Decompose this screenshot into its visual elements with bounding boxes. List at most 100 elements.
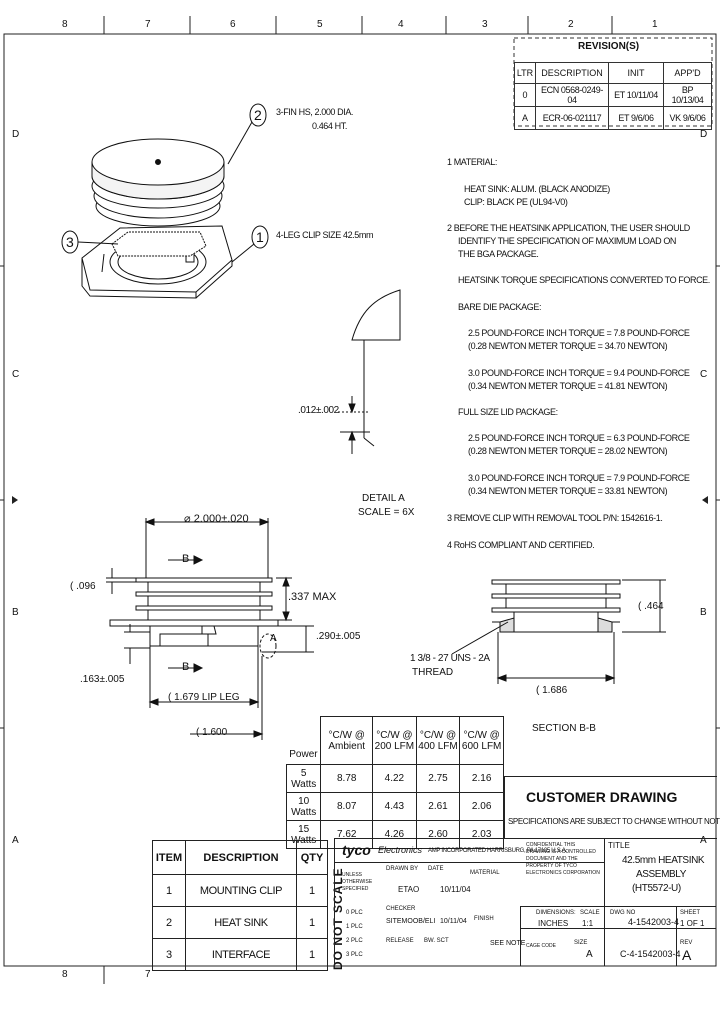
bom-cell: 1	[152, 874, 186, 907]
zone-top-2: 2	[568, 19, 574, 30]
zone-left-d: D	[12, 129, 20, 140]
zone-right-d: D	[700, 129, 708, 140]
title-block-rule	[676, 906, 677, 966]
dim-lip-leg: ( 1.679 LIP LEG	[168, 692, 240, 703]
release-value: BW. SCT	[424, 938, 449, 944]
thermal-cell: 2.75	[415, 764, 461, 793]
rev-cell: VK 9/6/06	[663, 106, 712, 130]
note-line: HEATSINK TORQUE SPECIFICATIONS CONVERTED…	[458, 275, 710, 285]
scale-value: 1:1	[582, 919, 594, 928]
rev-cell: ECN 0568-0249-04	[535, 83, 609, 107]
zone-left-a: A	[12, 835, 19, 846]
dim-464-value: .464	[644, 601, 664, 612]
callout-3: 3	[66, 234, 74, 250]
sheet-label: SHEET	[680, 910, 701, 916]
note-line: 4 RoHS COMPLIANT AND CERTIFIED.	[447, 540, 595, 550]
tyco-logo-sub: Electronics	[378, 845, 423, 855]
title-block-rule	[520, 928, 716, 929]
title-block-rule	[334, 862, 604, 863]
tol-2: 2 PLC	[346, 938, 363, 944]
bom-cell: 1	[296, 938, 328, 971]
title-label: TITLE	[608, 841, 630, 850]
note-line: (0.34 NEWTON METER TORQUE = 33.81 NEWTON…	[468, 486, 668, 496]
rev-header-appd: APP'D	[663, 62, 712, 84]
dim-lip-leg-value: 1.679 LIP LEG	[174, 692, 240, 703]
thermal-cell: 10 Watts	[285, 792, 322, 821]
dim-1600-value: 1.600	[202, 727, 228, 738]
zone-top-4: 4	[398, 19, 404, 30]
drawing-title-1: 42.5mm HEATSINK	[622, 855, 705, 866]
date-label: DATE	[428, 866, 444, 872]
detail-a-marker: A	[270, 633, 277, 644]
table-row: 5 Watts 8.78 4.22 2.75 2.16	[285, 764, 504, 793]
table-row: 2 HEAT SINK 1	[152, 906, 328, 939]
sheet-value: 1 OF 1	[680, 919, 705, 928]
checker-date: 10/11/04	[440, 918, 467, 925]
note-line: THE BGA PACKAGE.	[458, 249, 539, 259]
note-line: FULL SIZE LID PACKAGE:	[458, 407, 558, 417]
thermal-cell: 2.03	[459, 820, 504, 849]
thermal-table: Power °C/W @ Ambient °C/W @ 200 LFM °C/W…	[285, 716, 504, 849]
section-marker-bottom: B	[182, 661, 190, 673]
unless-note: UNLESS OTHERWISE SPECIFIED	[342, 872, 373, 892]
revision-title: REVISION(S)	[578, 41, 640, 52]
note-line: CLIP: BLACK PE (UL94-V0)	[464, 197, 568, 207]
zone-top-6: 6	[230, 19, 236, 30]
checker-value: SITEMOOB/ELI	[386, 918, 436, 925]
title-block-rule	[604, 838, 605, 966]
rev-cell: ET 10/11/04	[608, 83, 664, 107]
note-line: IDENTIFY THE SPECIFICATION OF MAXIMUM LO…	[458, 236, 677, 246]
thermal-cell: 2.06	[459, 792, 504, 821]
rev-label: REV	[680, 940, 693, 946]
dwg-no-full: C-4-1542003-4	[620, 949, 681, 959]
thermal-header: °C/W @ 600 LFM	[459, 716, 504, 765]
zone-bottom-7: 7	[145, 969, 151, 980]
rev-header-init: INIT	[608, 62, 664, 84]
thermal-header: °C/W @ 200 LFM	[372, 716, 417, 765]
thermal-cell: 5 Watts	[285, 764, 322, 793]
finish-label: FINISH	[474, 916, 494, 922]
thermal-cell: 2.61	[415, 792, 461, 821]
thread-spec: 1 3/8 - 27 UNS - 2A	[410, 653, 490, 664]
detail-label: DETAIL A	[362, 493, 405, 504]
zone-top-3: 3	[482, 19, 488, 30]
zone-top-5: 5	[317, 19, 323, 30]
thermal-cell: 8.07	[320, 792, 374, 821]
rev-cell: ECR-06-021117	[535, 106, 609, 130]
zone-top-8: 8	[62, 19, 68, 30]
bom-cell: 1	[296, 874, 328, 907]
bom-header-description: DESCRIPTION	[185, 840, 297, 875]
bom-cell: HEAT SINK	[185, 906, 297, 939]
note-line: 2.5 POUND-FORCE INCH TORQUE = 7.8 POUND-…	[468, 328, 690, 338]
rev-value: A	[682, 947, 692, 963]
note-line: 1 MATERIAL:	[447, 157, 497, 167]
dwg-no-label: DWG NO	[610, 910, 636, 916]
section-marker-top: B	[182, 553, 190, 565]
note-line: (0.28 NEWTON METER TORQUE = 34.70 NEWTON…	[468, 341, 668, 351]
thermal-cell: 2.16	[459, 764, 504, 793]
drawing-title-2: ASSEMBLY	[636, 869, 686, 880]
dwg-no-value: 4-1542003-4	[628, 917, 680, 927]
zone-left-b: B	[12, 607, 19, 618]
material-label: MATERIAL	[470, 870, 500, 876]
callout-2: 2	[254, 107, 262, 123]
title-block-rule	[520, 906, 716, 907]
rev-cell: 0	[514, 83, 536, 107]
checker-label: CHECKER	[386, 906, 416, 912]
table-row: 3 INTERFACE 1	[152, 938, 328, 971]
note-line: 3 REMOVE CLIP WITH REMOVAL TOOL P/N: 154…	[447, 513, 663, 523]
revision-table: LTR DESCRIPTION INIT APP'D 0 ECN 0568-02…	[514, 62, 712, 130]
customer-drawing-subtitle: SPECIFICATIONS ARE SUBJECT TO CHANGE WIT…	[508, 817, 720, 826]
company-line: AMP INCORPORATED HARRISBURG, PA 17105 U.…	[428, 848, 567, 854]
tyco-logo: tyco	[342, 842, 371, 858]
callout-1: 1	[256, 229, 264, 245]
section-label: SECTION B-B	[532, 723, 596, 734]
thermal-header: °C/W @ 400 LFM	[415, 716, 461, 765]
note-line: 3.0 POUND-FORCE INCH TORQUE = 9.4 POUND-…	[468, 368, 690, 378]
drawing-title-3: (HT5572-U)	[632, 883, 681, 894]
note-line: (0.28 NEWTON METER TORQUE = 28.02 NEWTON…	[468, 446, 668, 456]
dimensions-label: DIMENSIONS:	[536, 910, 576, 916]
note-line: BARE DIE PACKAGE:	[458, 302, 542, 312]
thermal-header-power: Power	[286, 716, 322, 765]
bom-cell: 1	[296, 906, 328, 939]
